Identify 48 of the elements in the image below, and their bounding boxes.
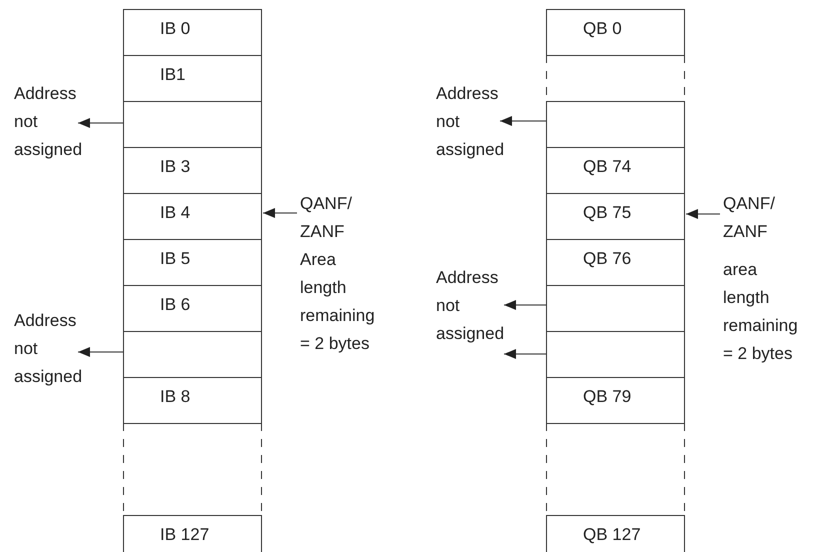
byte-address: QB 127 [583,525,641,545]
arrow [262,208,298,218]
memory-byte-cell [546,193,685,240]
arrow [504,349,546,359]
byte-address: IB 127 [160,525,210,545]
memory-byte-cell [546,147,685,194]
byte-address: IB 4 [160,203,190,223]
byte-address: QB 75 [583,203,632,223]
byte-address: IB 8 [160,387,190,407]
empty-memory-cell [123,331,262,378]
byte-address: IB1 [160,65,186,85]
byte-address: QB 74 [583,157,632,177]
byte-address: QB 0 [583,19,622,39]
arrow [78,118,124,128]
memory-byte-cell [123,239,262,286]
memory-byte-cell [546,515,685,552]
annotation-text: Address not assigned [436,264,516,348]
memory-byte-cell [546,9,685,56]
arrow [504,300,546,310]
memory-byte-cell [123,193,262,240]
annotation-text: area length remaining = 2 bytes [723,259,799,365]
byte-address: QB 79 [583,387,632,407]
byte-address: IB 3 [160,157,190,177]
annotation-text: Area length remaining = 2 bytes [300,249,376,355]
memory-byte-cell [123,9,262,56]
arrow [500,116,546,126]
memory-byte-cell [546,239,685,286]
arrow [78,347,124,357]
empty-memory-cell [546,285,685,332]
memory-byte-cell [123,55,262,102]
memory-byte-cell [123,285,262,332]
empty-memory-cell [546,101,685,148]
annotation-text: QANF/ ZANF [723,190,793,246]
memory-byte-cell [123,377,262,424]
annotation-text: Address not assigned [14,307,94,391]
byte-address: IB 0 [160,19,190,39]
annotation-text: Address not assigned [436,80,516,164]
memory-byte-cell [123,515,262,552]
memory-byte-cell [123,147,262,194]
empty-memory-cell [546,331,685,378]
arrow [686,209,720,219]
byte-address: QB 76 [583,249,632,269]
byte-address: IB 6 [160,295,190,315]
empty-memory-cell [123,101,262,148]
byte-address: IB 5 [160,249,190,269]
annotation-text: Address not assigned [14,80,94,164]
memory-byte-cell [546,377,685,424]
annotation-text: QANF/ ZANF [300,190,370,246]
